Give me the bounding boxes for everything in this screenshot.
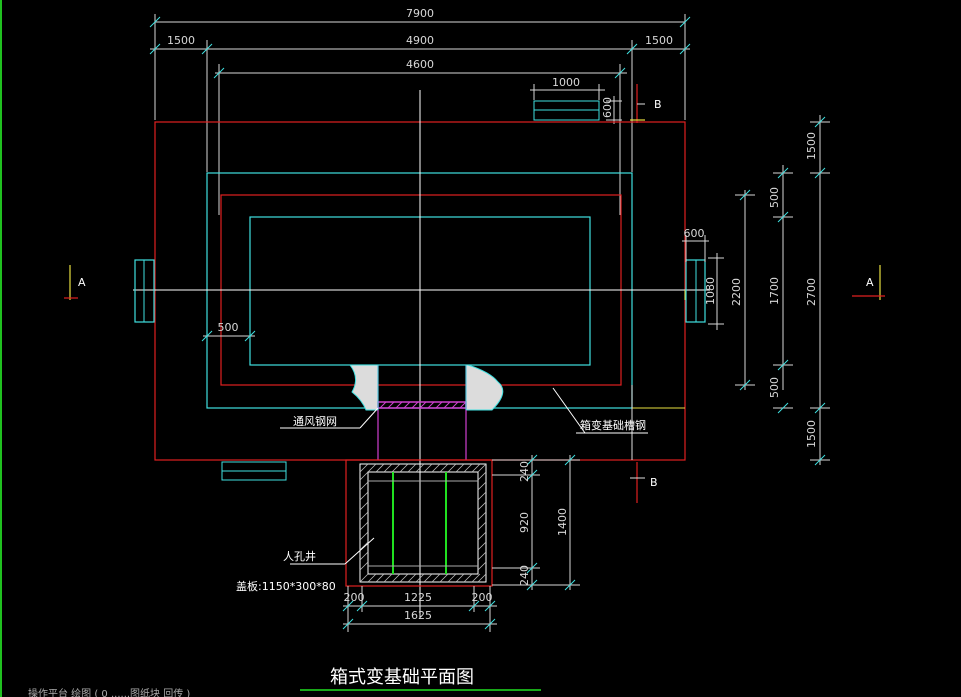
dim-side-b: 1700 [768,277,781,305]
manhole-outer [345,459,493,587]
dim-side-top: 1500 [805,132,818,160]
dim-opening-height: 1080 [704,277,717,305]
dim-pit-h3: 200 [472,591,493,604]
section-a-right-label: A [866,276,874,289]
vent-dimension-lines [530,84,622,124]
dim-left-offset: 500 [218,321,239,334]
manhole-wall-outer [359,463,487,583]
dim-pit-h2: 1225 [404,591,432,604]
dim-side-total: 2700 [805,278,818,306]
dim-opening-width: 600 [684,227,705,240]
dim-side-c: 500 [768,377,781,398]
concrete-fill-left [348,364,379,411]
opening-dimension-lines [682,235,724,330]
label-cover-size: 盖板:1150*300*80 [236,579,336,593]
dim-pit-h-total: 1625 [404,609,432,622]
dim-side-bottom: 1500 [805,420,818,448]
label-vent-mesh: 通风钢网 [293,415,337,428]
drawing-title: 箱式变基础平面图 [330,667,474,688]
label-manhole: 人孔井 [283,549,316,563]
dim-side-a: 500 [768,187,781,208]
dim-pit-v2: 920 [518,512,531,533]
dim-pit-v1: 240 [518,461,531,482]
dim-inner-width: 4600 [406,58,434,71]
dim-pit-v-total: 1400 [556,508,569,536]
manhole-wall-inner [367,471,479,575]
label-channel-steel: 箱变基础槽钢 [580,418,646,432]
section-a-left-label: A [78,276,86,289]
dim-vent-height: 600 [601,97,614,118]
right-dimension-ticks [739,116,826,466]
dim-left-margin: 1500 [167,34,195,47]
dim-overall-width: 7900 [406,7,434,20]
concrete-fill-right [465,364,504,411]
top-dimension-ticks [149,16,691,79]
dim-pit-h1: 200 [344,591,365,604]
dim-inner-total: 2200 [730,278,743,306]
section-b-top-label: B [654,98,662,111]
dim-right-margin: 1500 [645,34,673,47]
section-b-bottom-label: B [650,476,658,489]
top-dimension-lines [150,14,690,215]
dim-middle-width: 4900 [406,34,434,47]
dim-vent-width: 1000 [552,76,580,89]
manhole-wall-hatch [359,463,487,583]
dim-pit-v3: 240 [518,565,531,586]
status-line: 操作平台 绘图 ( 0 ......图纸块 回传 ) [28,687,190,697]
